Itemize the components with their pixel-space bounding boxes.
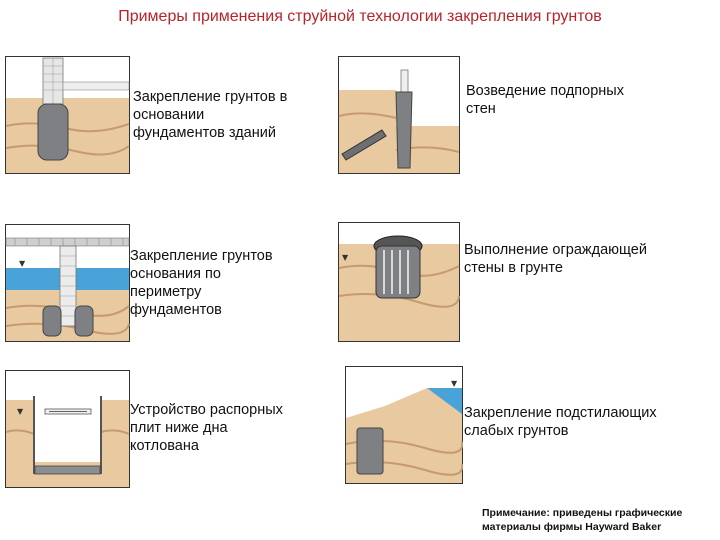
retaining-wall-illustration [338,56,460,174]
svg-text:▼: ▼ [17,407,24,416]
weak-soils-illustration: ▼ [345,366,463,484]
label-foundation: Закрепление грунтов в основании фундамен… [133,89,288,141]
diagram-panel-strut-plates: ▼ [5,370,130,488]
diagram-panel-retaining-wall [338,56,460,174]
strut-plates-illustration: ▼ [5,370,130,488]
cutoff-wall-illustration: ▼ [338,222,460,342]
diagram-panel-perimeter: ▼ [5,224,130,342]
diagram-panel-foundation [5,56,130,174]
svg-text:▼: ▼ [19,259,26,268]
diagram-panel-cutoff-wall: ▼ [338,222,460,342]
label-strut-plates: Устройство распорных плит ниже дна котло… [130,402,283,454]
label-retaining-wall: Возведение подпорных стен [466,83,624,117]
label-perimeter: Закрепление грунтов основания по перимет… [130,248,273,318]
label-weak-soils: Закрепление подстилающих слабых грунтов [464,405,657,439]
page-title: Примеры применения струйной технологии з… [118,8,602,25]
diagram-panel-weak-soils: ▼ [345,366,463,484]
svg-text:▼: ▼ [342,253,349,262]
svg-text:▼: ▼ [451,379,458,388]
perimeter-foundation-illustration: ▼ [5,224,130,342]
label-cutoff-wall: Выполнение ограждающей стены в грунте [464,242,647,276]
attribution-note: Примечание: приведены графические матери… [482,507,683,533]
foundation-soil-illustration [5,56,130,174]
